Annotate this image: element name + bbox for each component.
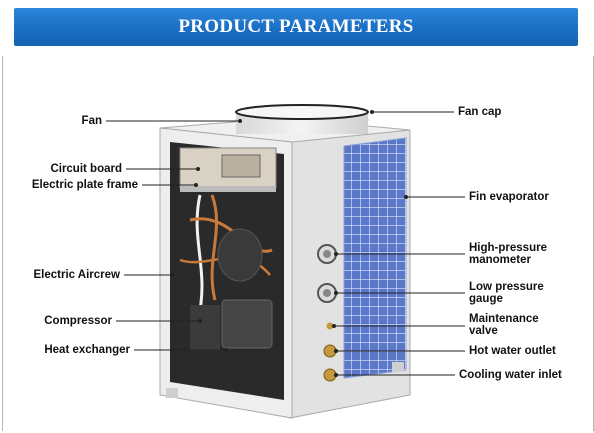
heat-exchanger-shape — [221, 299, 273, 349]
fin-evaporator-grid — [343, 137, 407, 379]
label-circuit-board: Circuit board — [50, 163, 122, 175]
label-electric-aircrew: Electric Aircrew — [33, 269, 120, 281]
maintenance-valve-shape — [326, 322, 334, 330]
label-low-pressure-gauge: Low pressure gauge — [469, 281, 544, 305]
plate-frame-shape — [180, 186, 276, 192]
label-fan-cap: Fan cap — [458, 106, 502, 118]
header-banner: PRODUCT PARAMETERS — [14, 8, 578, 46]
label-fan: Fan — [81, 115, 102, 127]
label-electric-plate-frame: Electric plate frame — [31, 179, 138, 191]
label-heat-exchanger: Heat exchanger — [44, 344, 130, 356]
leader-lines — [106, 111, 465, 376]
fan-cap-ring — [235, 104, 369, 120]
label-compressor: Compressor — [44, 315, 112, 327]
label-hot-water-outlet: Hot water outlet — [469, 345, 556, 357]
label-cooling-water-inlet: Cooling water inlet — [459, 369, 562, 381]
label-maintenance-valve: Maintenance valve — [469, 313, 539, 337]
label-high-pressure-manometer: High-pressure manometer — [469, 242, 547, 266]
page-title: PRODUCT PARAMETERS — [178, 16, 414, 37]
label-fin-evaporator: Fin evaporator — [469, 191, 549, 203]
compressor-shape — [217, 228, 263, 282]
